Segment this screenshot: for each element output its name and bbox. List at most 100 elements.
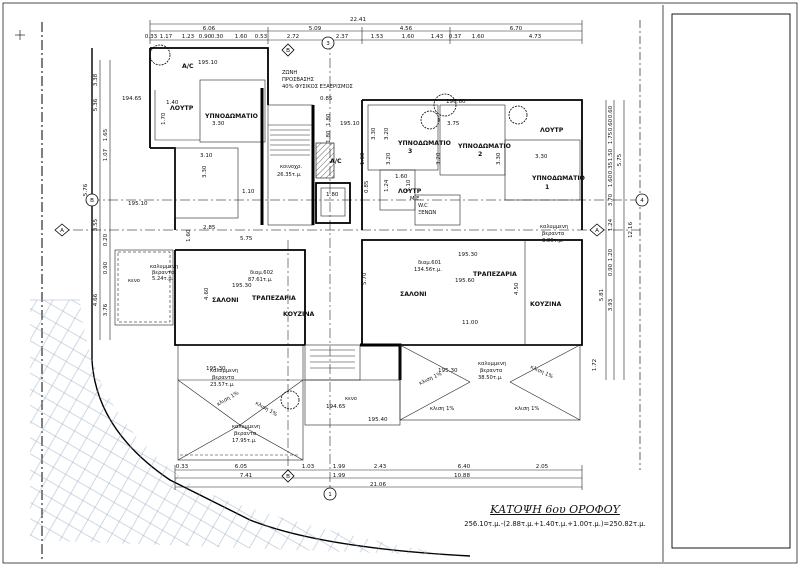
inner-dim-6: 1.10 [242,189,255,195]
dim-left-9: 3.76 [103,303,109,316]
left-dimension-lines: 3.38 5.36 3.55 1.65 1.07 5.76 0.20 0.90 … [83,60,111,340]
veranda-4-label-b: βεραντα [152,270,175,276]
void-label-2: κενο [345,396,357,402]
svg-text:B: B [90,198,94,204]
veranda-5-label-b: βεραντα [542,231,565,237]
dim-top-2-10: 1.60 [402,34,415,40]
dim-top-2-5: 1.60 [235,34,248,40]
bedroom-label-3: ΥΠΝΟΔΩΜΑΤΙΟ [397,140,451,147]
dining-label-2: ΤΡΑΠΕΖΑΡΙΑ [473,271,517,278]
inner-dim-16: 0.85 [320,96,333,102]
inner-dim-12: 3.30 [496,152,502,165]
level-7: 195.30 [206,366,226,372]
inner-dim-23: 11.00 [462,320,478,326]
dim-right-7: 1.24 [608,218,614,231]
dim-top-1-2: 4.56 [400,26,413,32]
grid-marker-b-top: B [85,193,99,207]
dim-bottom-1-1: 6.05 [235,464,248,470]
living-label-2: ΣΑΛΟΝΙ [400,291,427,298]
level-markers: 194.65 195.10 195.10 196.60 195.10 195.3… [122,60,478,423]
dim-top-2-1: 1.17 [160,34,173,40]
dim-bottom-1-4: 2.43 [374,464,387,470]
level-11: 194.65 [326,404,346,410]
dim-left-7: 0.90 [103,261,109,274]
dim-top-1-3: 6.70 [510,26,523,32]
dim-right-9: 0.90 [608,263,614,276]
svg-text:A: A [595,228,599,234]
dim-right-2: 1.75 [608,131,614,144]
inner-dim-15: 1.10 [406,179,412,192]
level-8: 195.30 [438,368,458,374]
kitchen-label-2: ΚΟΥΖΙΝΑ [530,301,562,308]
svg-text:A: A [60,228,64,234]
svg-text:4: 4 [640,198,644,204]
dim-right-0: 0.60 [608,105,614,118]
title-block: ΚΑΤΟΨΗ 6ου ΟΡΟΦΟΥ 256.10τ.μ.-(2.88τ.μ.+1… [455,503,655,528]
ac-label-2: A/C [330,158,342,165]
inner-dim-22: 4.50 [514,282,520,295]
dim-bottom-1-0: 0.33 [176,464,189,470]
inner-dim-8: 5.75 [240,236,253,242]
dim-top-2-8: 2.37 [336,34,349,40]
slope-label-2: κλιση 1% [254,401,278,418]
dim-bottom-2-0: 7.41 [240,473,253,479]
bath-label-2: ΛΟΥΤΡ [398,188,422,195]
slope-label-1: κλιση 1% [216,390,240,407]
dim-right-4: 0.35 [608,161,614,174]
dim-left-8: 4.66 [93,293,99,306]
dim-bottom-1-2: 1.03 [302,464,315,470]
grid-marker-b-mid: B [281,43,295,57]
inner-dimensions: 3.30 3.10 3.30 1.40 1.70 3.75 1.10 2.85 … [161,96,548,326]
inner-dim-18: 1.80 [326,192,339,198]
me-label: Μ.Ε. [410,196,421,202]
plan-area-formula: 256.10τ.μ.-(2.88τ.μ.+1.40τ.μ.+1.00τ.μ.)=… [464,520,646,528]
svg-text:3: 3 [326,41,330,47]
bedroom-label-4: ΥΠΝΟΔΩΜΑΤΙΟ [531,175,585,182]
dim-left-5: 5.76 [83,183,89,196]
dim-left-0: 3.38 [93,73,99,86]
grid-marker-1: 1 [323,487,337,501]
level-2: 195.10 [128,201,148,207]
inner-dim-10: 3.30 [371,127,377,140]
dim-left-3: 1.65 [103,128,109,141]
dim-left-1: 5.36 [93,98,99,111]
veranda-5-area: 3.86τ.μ. [542,238,564,244]
level-6: 195.30 [458,252,478,258]
zone-label-1: ΖΩΝΗ [282,70,297,76]
svg-text:1: 1 [328,492,332,498]
ventilation-note: 40% ΦΥΣΙΚΟΣ ΕΞΑΕΡΙΣΜΟΣ [282,84,353,90]
inner-dim-0: 3.30 [212,121,225,127]
inner-dim-24: 1.60 [186,229,192,242]
dim-right-3: 1.50 [608,148,614,161]
dim-top-2-11: 1.43 [431,34,444,40]
dim-top-2-0: 0.33 [145,34,158,40]
inner-dim-2: 3.30 [202,165,208,178]
ac-label-1: A/C [182,63,194,70]
dim-left-2: 3.55 [93,218,99,231]
svg-text:B: B [286,474,290,480]
dim-top-2-13: 1.60 [472,34,485,40]
veranda-3-label-a: καλυμμενη [478,361,506,367]
grid-marker-a-right: A [589,223,605,237]
veranda-5-label-a: καλυμμενη [540,224,568,230]
slope-label-3: κλιση 1% [430,406,454,412]
stair-treads [270,129,310,156]
apartment-602-area: 87.61τ.μ. [248,277,273,283]
dim-bottom-1-3: 1.99 [333,464,346,470]
grid-marker-b-bottom: B [281,469,295,483]
dim-top-2-3: 0.90 [199,34,212,40]
inner-dim-11: 3.20 [386,152,392,165]
inner-dim-13: 3.30 [535,154,548,160]
inner-dim-19: 1.24 [384,179,390,192]
dim-right-5: 1.60 [608,174,614,187]
grid-marker-4: 4 [635,193,649,207]
dim-top-2-6: 0.53 [255,34,268,40]
kitchen-label-1: ΚΟΥΖΙΝΑ [283,311,315,318]
living-label-1: ΣΑΛΟΝΙ [212,297,239,304]
dim-right-11: 5.81 [599,288,605,301]
veranda-1-area: 23.57τ.μ. [210,382,235,388]
inner-dim-20: 1.60 [360,152,366,165]
apartment-601-area: 134.56τ.μ. [414,267,442,273]
inner-dim-27: 0.85 [364,180,370,193]
